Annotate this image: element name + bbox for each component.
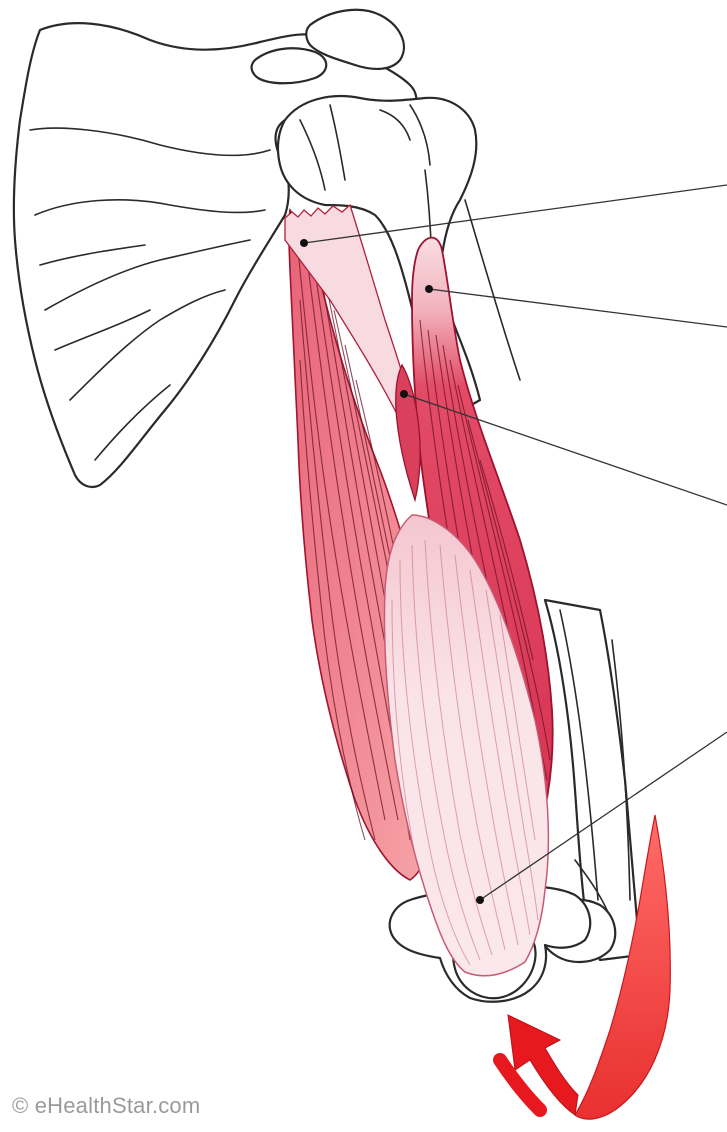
callout-long-head [425, 285, 727, 327]
credit-text: © eHealthStar.com [12, 1093, 200, 1119]
